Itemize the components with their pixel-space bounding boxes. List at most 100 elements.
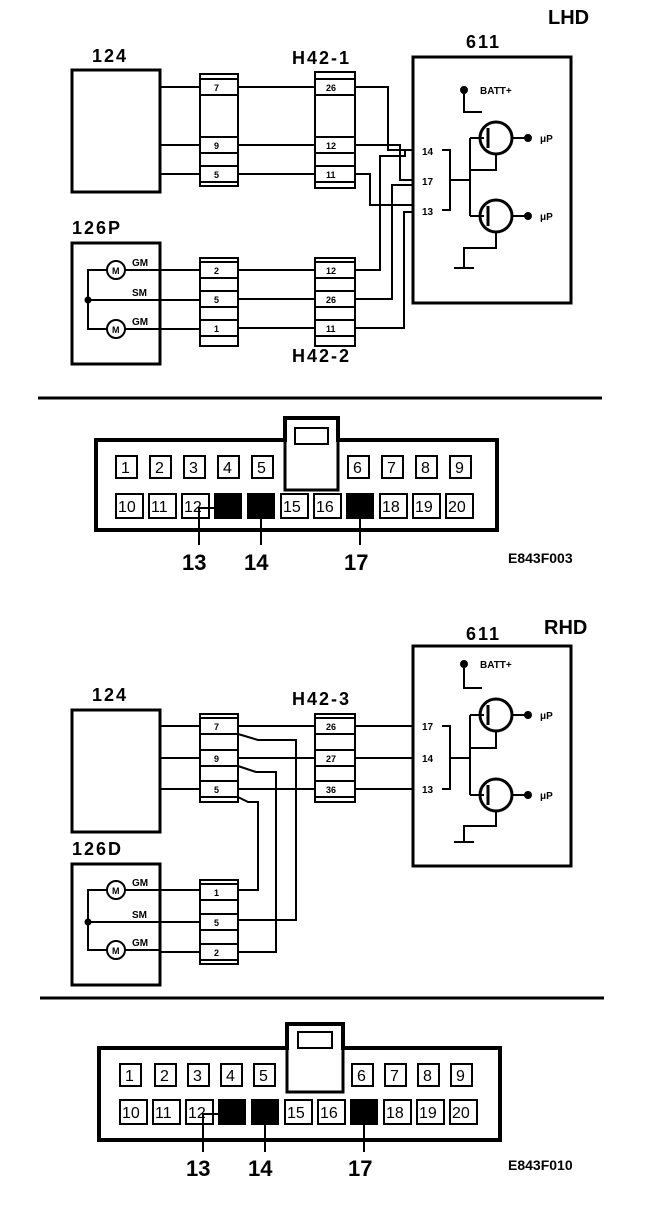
lhd-cavity-14-filled bbox=[247, 493, 275, 519]
lhd-cavity-6: 6 bbox=[353, 460, 362, 477]
lhd-unit-611-box bbox=[411, 55, 573, 305]
lhd-c1-pin-2: 9 bbox=[214, 141, 219, 151]
rhd-cavity-1: 1 bbox=[125, 1068, 134, 1085]
lhd-cavity-18: 18 bbox=[382, 499, 400, 516]
lhd-cavity-11: 11 bbox=[151, 499, 168, 516]
lhd-connector-h42-2: 12 26 11 H42-2 bbox=[292, 257, 356, 366]
lhd-motor-label-2: SM bbox=[132, 288, 147, 299]
lhd-cavity-4: 4 bbox=[223, 460, 232, 477]
rhd-cavity-16: 16 bbox=[320, 1105, 338, 1122]
rhd-motor-1-symbol: M bbox=[112, 886, 120, 896]
rhd-connector-face: 1 2 3 4 5 6 7 8 9 10 11 12 15 16 18 19 2… bbox=[97, 1022, 573, 1181]
lhd-cavity-7: 7 bbox=[387, 460, 396, 477]
rhd-c2-pin-1: 1 bbox=[214, 888, 219, 898]
lhd-cavity-9: 9 bbox=[455, 460, 464, 477]
rhd-section: RHD 124 126D M M GM SM GM 7 9 5 bbox=[70, 617, 587, 987]
lhd-cavity-16: 16 bbox=[316, 499, 334, 516]
rhd-c1-pin-1: 7 bbox=[214, 722, 219, 732]
lhd-h422-pin-1: 12 bbox=[326, 266, 336, 276]
lhd-label: LHD bbox=[548, 7, 589, 29]
lhd-motor-2-symbol: M bbox=[112, 325, 120, 335]
lhd-transistor-2 bbox=[478, 198, 514, 234]
lhd-batt-label: BATT+ bbox=[480, 86, 512, 97]
rhd-unit-124-label: 124 bbox=[92, 685, 128, 705]
rhd-cavity-20: 20 bbox=[452, 1105, 470, 1122]
rhd-cavity-3: 3 bbox=[193, 1068, 202, 1085]
rhd-motors: M M GM SM GM bbox=[84, 878, 160, 960]
lhd-callout-13: 13 bbox=[182, 550, 206, 575]
rhd-callout-14: 14 bbox=[248, 1156, 273, 1181]
lhd-c1-pin-3: 5 bbox=[214, 170, 219, 180]
lhd-connector-face: 1 2 3 4 5 6 7 8 9 10 11 12 15 16 18 19 2… bbox=[94, 416, 573, 575]
rhd-c1-pin-3: 5 bbox=[214, 785, 219, 795]
lhd-connector-c2: 2 5 1 bbox=[199, 257, 239, 347]
rhd-h42-3-label: H42-3 bbox=[292, 689, 351, 709]
lhd-h42-2-label: H42-2 bbox=[292, 346, 351, 366]
lhd-cavity-12: 12 bbox=[184, 499, 202, 516]
lhd-motors: M M GM SM GM bbox=[84, 258, 160, 339]
rhd-611-pin-1: 17 bbox=[422, 722, 434, 733]
rhd-wires bbox=[160, 725, 412, 953]
lhd-figure-code: E843F003 bbox=[508, 550, 573, 566]
rhd-motor-label-3: GM bbox=[132, 938, 148, 949]
rhd-c1-pin-2: 9 bbox=[214, 754, 219, 764]
lhd-transistor-1 bbox=[478, 120, 514, 156]
lhd-cavity-8: 8 bbox=[421, 460, 430, 477]
rhd-connector-c1: 7 9 5 bbox=[199, 713, 239, 803]
lhd-cavity-17-filled bbox=[346, 493, 374, 519]
rhd-callout-13: 13 bbox=[186, 1156, 210, 1181]
rhd-motor-label-2: SM bbox=[132, 910, 147, 921]
lhd-unit-611-label: 611 bbox=[466, 32, 501, 52]
rhd-h423-pin-1: 26 bbox=[326, 722, 336, 732]
rhd-cavity-18: 18 bbox=[386, 1105, 404, 1122]
lhd-motor-label-1: GM bbox=[132, 258, 148, 269]
rhd-cavity-5: 5 bbox=[259, 1068, 268, 1085]
rhd-cavity-15: 15 bbox=[287, 1105, 305, 1122]
lhd-motor-1-symbol: M bbox=[112, 266, 120, 276]
rhd-transistor-2 bbox=[478, 777, 514, 813]
lhd-callout-17: 17 bbox=[344, 550, 368, 575]
rhd-cavity-7: 7 bbox=[390, 1068, 399, 1085]
rhd-unit-611-label: 611 bbox=[466, 624, 501, 644]
lhd-611-pin-3: 13 bbox=[422, 207, 434, 218]
lhd-wires bbox=[160, 86, 412, 330]
lhd-c2-pin-2: 5 bbox=[214, 295, 219, 305]
rhd-callout-17: 17 bbox=[348, 1156, 372, 1181]
rhd-611-pin-2: 14 bbox=[422, 754, 434, 765]
lhd-callout-14: 14 bbox=[244, 550, 269, 575]
lhd-cavity-10: 10 bbox=[118, 499, 136, 516]
lhd-unit-126p-box bbox=[70, 241, 162, 366]
lhd-cavity-19: 19 bbox=[415, 499, 433, 516]
lhd-c2-pin-3: 1 bbox=[214, 324, 219, 334]
lhd-section: LHD 124 126P M M GM SM GM 7 9 bbox=[70, 7, 589, 366]
rhd-unit-126d-box bbox=[70, 862, 162, 987]
rhd-transistor-1 bbox=[478, 697, 514, 733]
lhd-c2-pin-1: 2 bbox=[214, 266, 219, 276]
rhd-figure-code: E843F010 bbox=[508, 1157, 573, 1173]
rhd-cavity-10: 10 bbox=[122, 1105, 140, 1122]
rhd-cavity-2: 2 bbox=[160, 1068, 169, 1085]
lhd-cavity-2: 2 bbox=[155, 460, 164, 477]
rhd-cavity-9: 9 bbox=[456, 1068, 465, 1085]
rhd-mu-label-1: μP bbox=[540, 711, 553, 722]
rhd-c2-pin-3: 2 bbox=[214, 948, 219, 958]
rhd-unit-611-box bbox=[411, 644, 573, 868]
lhd-cavity-13-filled bbox=[214, 493, 242, 519]
lhd-unit-611: 611 14 17 13 BATT+ μP μP bbox=[411, 32, 573, 305]
rhd-cavity-13-filled bbox=[218, 1099, 246, 1125]
rhd-cavity-11: 11 bbox=[155, 1105, 172, 1122]
rhd-unit-126d-label: 126D bbox=[72, 839, 123, 859]
lhd-unit-124-box bbox=[70, 68, 162, 194]
lhd-cavity-5: 5 bbox=[257, 460, 266, 477]
lhd-c1-pin-1: 7 bbox=[214, 83, 219, 93]
lhd-unit-126p-label: 126P bbox=[72, 218, 122, 238]
rhd-cavity-4: 4 bbox=[226, 1068, 235, 1085]
lhd-motor-label-3: GM bbox=[132, 317, 148, 328]
lhd-h421-pin-3: 11 bbox=[326, 170, 336, 180]
lhd-h421-pin-1: 26 bbox=[326, 83, 336, 93]
lhd-mu-label-2: μP bbox=[540, 212, 553, 223]
lhd-h422-pin-2: 26 bbox=[326, 295, 336, 305]
lhd-unit-124-label: 124 bbox=[92, 46, 128, 66]
lhd-connector-h42-1: H42-1 26 12 11 bbox=[292, 48, 356, 189]
